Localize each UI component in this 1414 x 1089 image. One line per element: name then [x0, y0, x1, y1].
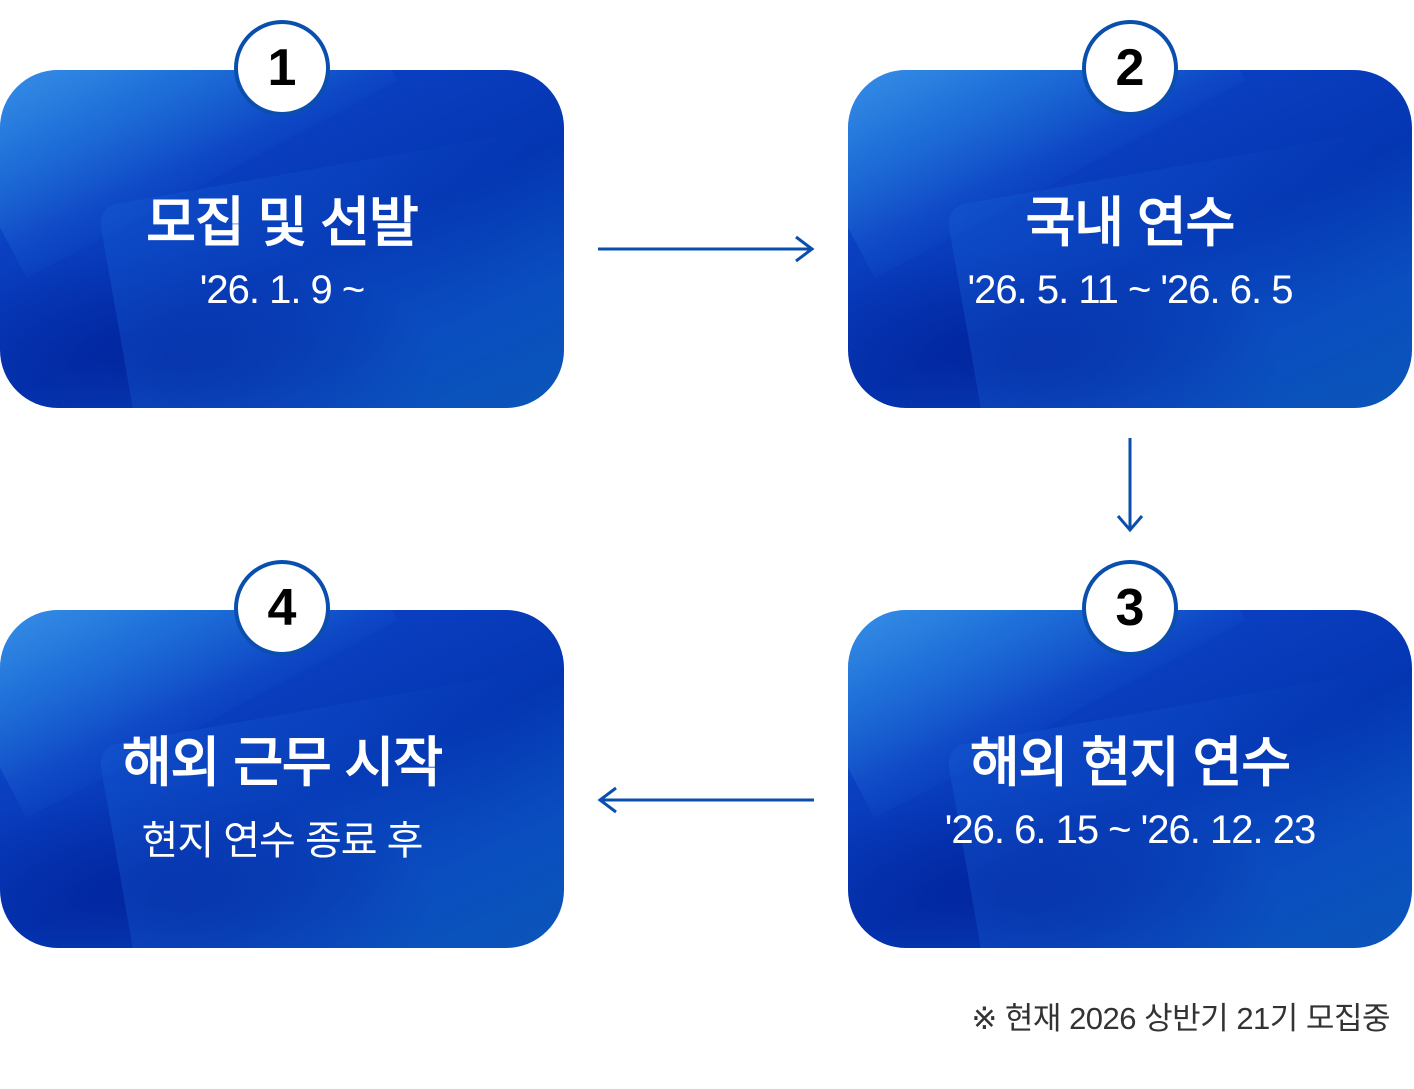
step-card-2: 국내 연수 '26. 5. 11 ~ '26. 6. 5: [848, 70, 1412, 408]
arrow-right-icon: [598, 235, 815, 263]
step-card-4: 해외 근무 시작 현지 연수 종료 후: [0, 610, 564, 948]
step-title: 해외 현지 연수: [969, 733, 1291, 793]
step-card-1: 모집 및 선발 '26. 1. 9 ~: [0, 70, 564, 408]
step-date: '26. 1. 9 ~: [199, 268, 366, 312]
step-title: 국내 연수: [1025, 193, 1236, 253]
step-date: '26. 5. 11 ~ '26. 6. 5: [967, 268, 1293, 312]
step-number-badge: 2: [1082, 20, 1178, 116]
step-card-3: 해외 현지 연수 '26. 6. 15 ~ '26. 12. 23: [848, 610, 1412, 948]
step-title: 모집 및 선발: [146, 193, 418, 253]
arrow-left-icon: [597, 786, 814, 814]
step-number-badge: 4: [234, 560, 330, 656]
step-date: '26. 6. 15 ~ '26. 12. 23: [944, 808, 1316, 852]
arrow-down-icon: [1116, 438, 1144, 533]
step-title: 해외 근무 시작: [121, 733, 443, 793]
step-date: 현지 연수 종료 후: [141, 819, 424, 863]
recruitment-note: ※ 현재 2026 상반기 21기 모집중: [971, 1001, 1390, 1036]
step-number-badge: 1: [234, 20, 330, 116]
step-number-badge: 3: [1082, 560, 1178, 656]
